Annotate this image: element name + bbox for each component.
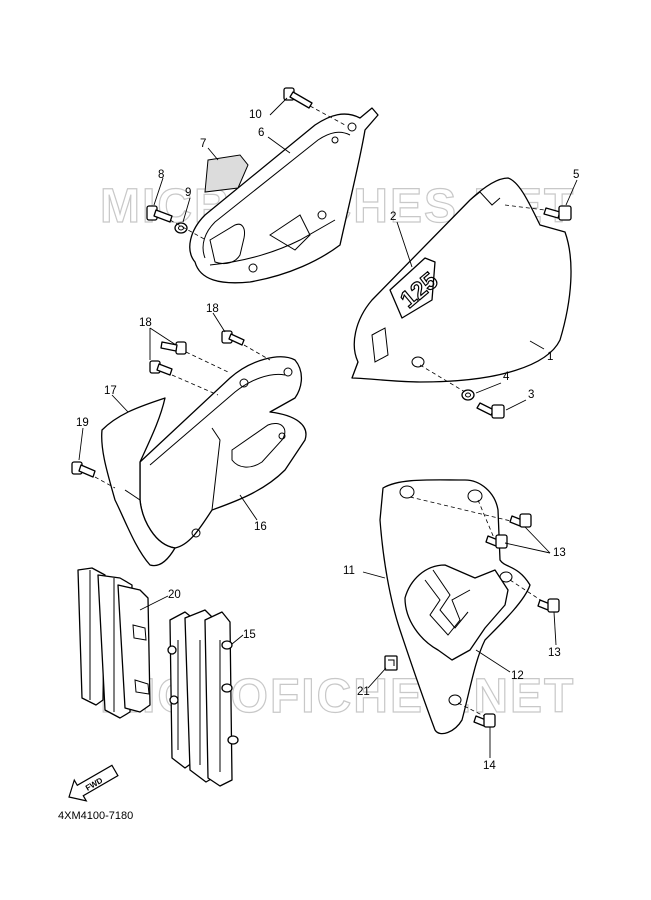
callout-19: 19 xyxy=(76,417,89,429)
callout-20: 20 xyxy=(168,589,181,601)
callout-16: 16 xyxy=(254,521,267,533)
diagram-code: 4XM4100-7180 xyxy=(58,810,133,822)
bolt-18-c xyxy=(221,330,245,346)
callout-3: 3 xyxy=(528,389,534,401)
bolt-19 xyxy=(71,461,96,478)
callout-17: 17 xyxy=(104,385,117,397)
callout-11: 11 xyxy=(343,565,355,577)
bolt-14 xyxy=(473,713,496,728)
callout-4: 4 xyxy=(503,371,510,383)
callout-1: 1 xyxy=(547,351,553,363)
bolt-18-b xyxy=(149,360,173,376)
part-12-graphic xyxy=(404,564,509,661)
fwd-arrow-icon: FWD xyxy=(68,764,119,802)
bolt-13-c xyxy=(537,598,560,613)
bolt-13-b xyxy=(485,534,508,549)
callout-12: 12 xyxy=(511,670,524,682)
callout-13-a: 13 xyxy=(553,547,566,559)
part-20-radiator-guard xyxy=(77,567,151,719)
bolt-3 xyxy=(476,402,505,419)
leader-lines xyxy=(78,97,578,758)
callouts: 1 2 3 4 5 6 7 8 9 10 11 12 13 13 14 15 1… xyxy=(76,109,579,772)
callout-15: 15 xyxy=(243,629,256,641)
callout-7: 7 xyxy=(200,138,206,150)
callout-18-a: 18 xyxy=(139,317,152,329)
collar-9 xyxy=(174,222,188,234)
callout-18-b: 18 xyxy=(206,303,219,315)
washer-4 xyxy=(461,389,475,401)
part-17-lower-shroud xyxy=(101,397,176,567)
callout-6: 6 xyxy=(258,127,264,139)
bolt-10 xyxy=(283,87,313,109)
part-21-clip xyxy=(384,655,398,671)
callout-14: 14 xyxy=(483,760,496,772)
part-6-side-cover xyxy=(189,107,379,284)
bolt-8 xyxy=(146,205,173,223)
callout-13-b: 13 xyxy=(548,647,561,659)
callout-9: 9 xyxy=(185,187,191,199)
callout-8: 8 xyxy=(158,169,164,181)
bolt-13-a xyxy=(509,513,532,528)
bolt-5 xyxy=(543,205,572,221)
bolt-18-a xyxy=(160,341,187,355)
part-15-louver xyxy=(167,609,239,787)
callout-5: 5 xyxy=(573,169,579,181)
part-16-shroud xyxy=(139,356,307,549)
callout-21: 21 xyxy=(357,686,370,698)
part-7-decal xyxy=(204,154,249,193)
callout-10: 10 xyxy=(249,109,262,121)
part-1-number-plate: 125 xyxy=(351,177,572,383)
callout-2: 2 xyxy=(390,211,396,223)
